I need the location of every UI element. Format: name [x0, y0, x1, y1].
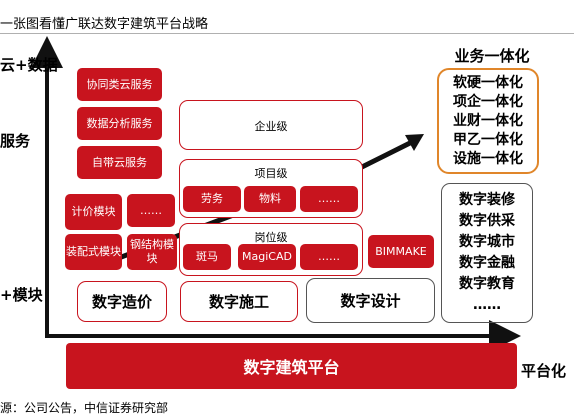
business-integration-title: 业务一体化	[454, 47, 530, 65]
digital-building-platform: 数字建筑平台	[66, 343, 517, 389]
post-level-label: 岗位级	[254, 231, 288, 244]
project-item-labor: 劳务	[183, 186, 241, 212]
project-item-more: ……	[300, 186, 358, 212]
page-title: 一张图看懂广联达数字建筑平台战略	[0, 17, 209, 32]
growth-arrowhead	[405, 134, 424, 151]
business-item: 设施一体化	[453, 150, 523, 167]
cloud-service-collab: 协同类云服务	[77, 68, 162, 101]
project-level-label: 项目级	[254, 167, 288, 180]
project-item-material: 物料	[244, 186, 296, 212]
business-item: 业财一体化	[453, 112, 523, 129]
module-steel: 钢结构模块	[127, 234, 177, 270]
source-note: 源：公司公告，中信证券研究部	[0, 401, 169, 415]
digital-list-item: 数字教育	[459, 276, 515, 292]
business-item: 软硬一体化	[453, 74, 523, 91]
digital-list-item: 数字城市	[459, 234, 515, 250]
digital-list-item: 数字装修	[459, 192, 515, 208]
module-more: ……	[127, 194, 175, 227]
digital-list-item: 数字供采	[459, 213, 515, 229]
enterprise-level-box: 企业级	[179, 100, 363, 150]
y-axis-mid-label: 服务	[0, 132, 31, 150]
module-prefab: 装配式模块	[65, 234, 122, 270]
product-digital-design: 数字设计	[306, 278, 435, 323]
cloud-service-self: 自带云服务	[77, 146, 162, 179]
module-pricing: 计价模块	[65, 194, 122, 230]
cloud-service-analytics: 数据分析服务	[77, 107, 162, 140]
business-item: 项企一体化	[453, 93, 523, 110]
product-digital-construction: 数字施工	[180, 281, 298, 322]
post-item-more: ……	[300, 244, 358, 270]
digital-list-item: 数字金融	[459, 255, 515, 271]
business-integration-box: 软硬一体化 项企一体化 业财一体化 甲乙一体化 设施一体化	[437, 68, 539, 174]
y-axis-bottom-label: +模块	[0, 286, 43, 304]
y-axis-top-label: 云+数据	[0, 56, 58, 74]
x-axis-label: 平台化	[521, 362, 567, 380]
bimmake-box: BIMMAKE	[368, 235, 434, 268]
title-divider	[0, 33, 574, 34]
business-item: 甲乙一体化	[453, 131, 523, 148]
digital-list-box: 数字装修 数字供采 数字城市 数字金融 数字教育 ……	[441, 183, 533, 323]
product-digital-costing: 数字造价	[77, 281, 167, 322]
enterprise-level-label: 企业级	[254, 120, 288, 133]
digital-list-item: ……	[473, 297, 501, 313]
post-item-zebra: 斑马	[183, 244, 231, 270]
post-item-magicad: MagiCAD	[238, 244, 296, 270]
